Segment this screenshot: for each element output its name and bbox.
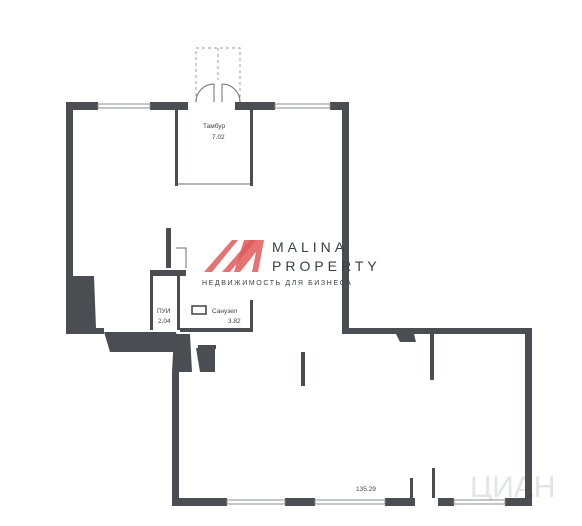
logo-tagline: НЕДВИЖИМОСТЬ ДЛЯ БИЗНЕСА [202,280,352,287]
room-label-pui: ПУИ 2.04 [157,308,171,325]
svg-text:Санузел: Санузел [212,308,238,315]
tambour-room [175,47,253,186]
utility-block [73,228,253,372]
logo-line2: PROPERTY [272,258,381,274]
svg-text:135.29: 135.29 [356,486,376,493]
room-label-sanuzel: Санузел 3.82 [212,308,241,325]
room-label-tambour: Тамбур 7.02 [203,122,225,141]
svg-text:3.82: 3.82 [228,318,241,325]
windows [97,103,506,505]
svg-text:Тамбур: Тамбур [203,122,225,130]
svg-text:2.04: 2.04 [158,318,171,325]
svg-text:ПУИ: ПУИ [157,308,171,315]
right-details [301,334,435,498]
room-label-main: 135.29 [356,486,376,493]
outer-walls [66,102,532,506]
logo-line1: MALINA [272,239,348,255]
logo: MALINA PROPERTY НЕДВИЖИМОСТЬ ДЛЯ БИЗНЕСА [202,239,381,287]
svg-text:7.02: 7.02 [212,134,225,141]
logo-mark [204,240,238,272]
